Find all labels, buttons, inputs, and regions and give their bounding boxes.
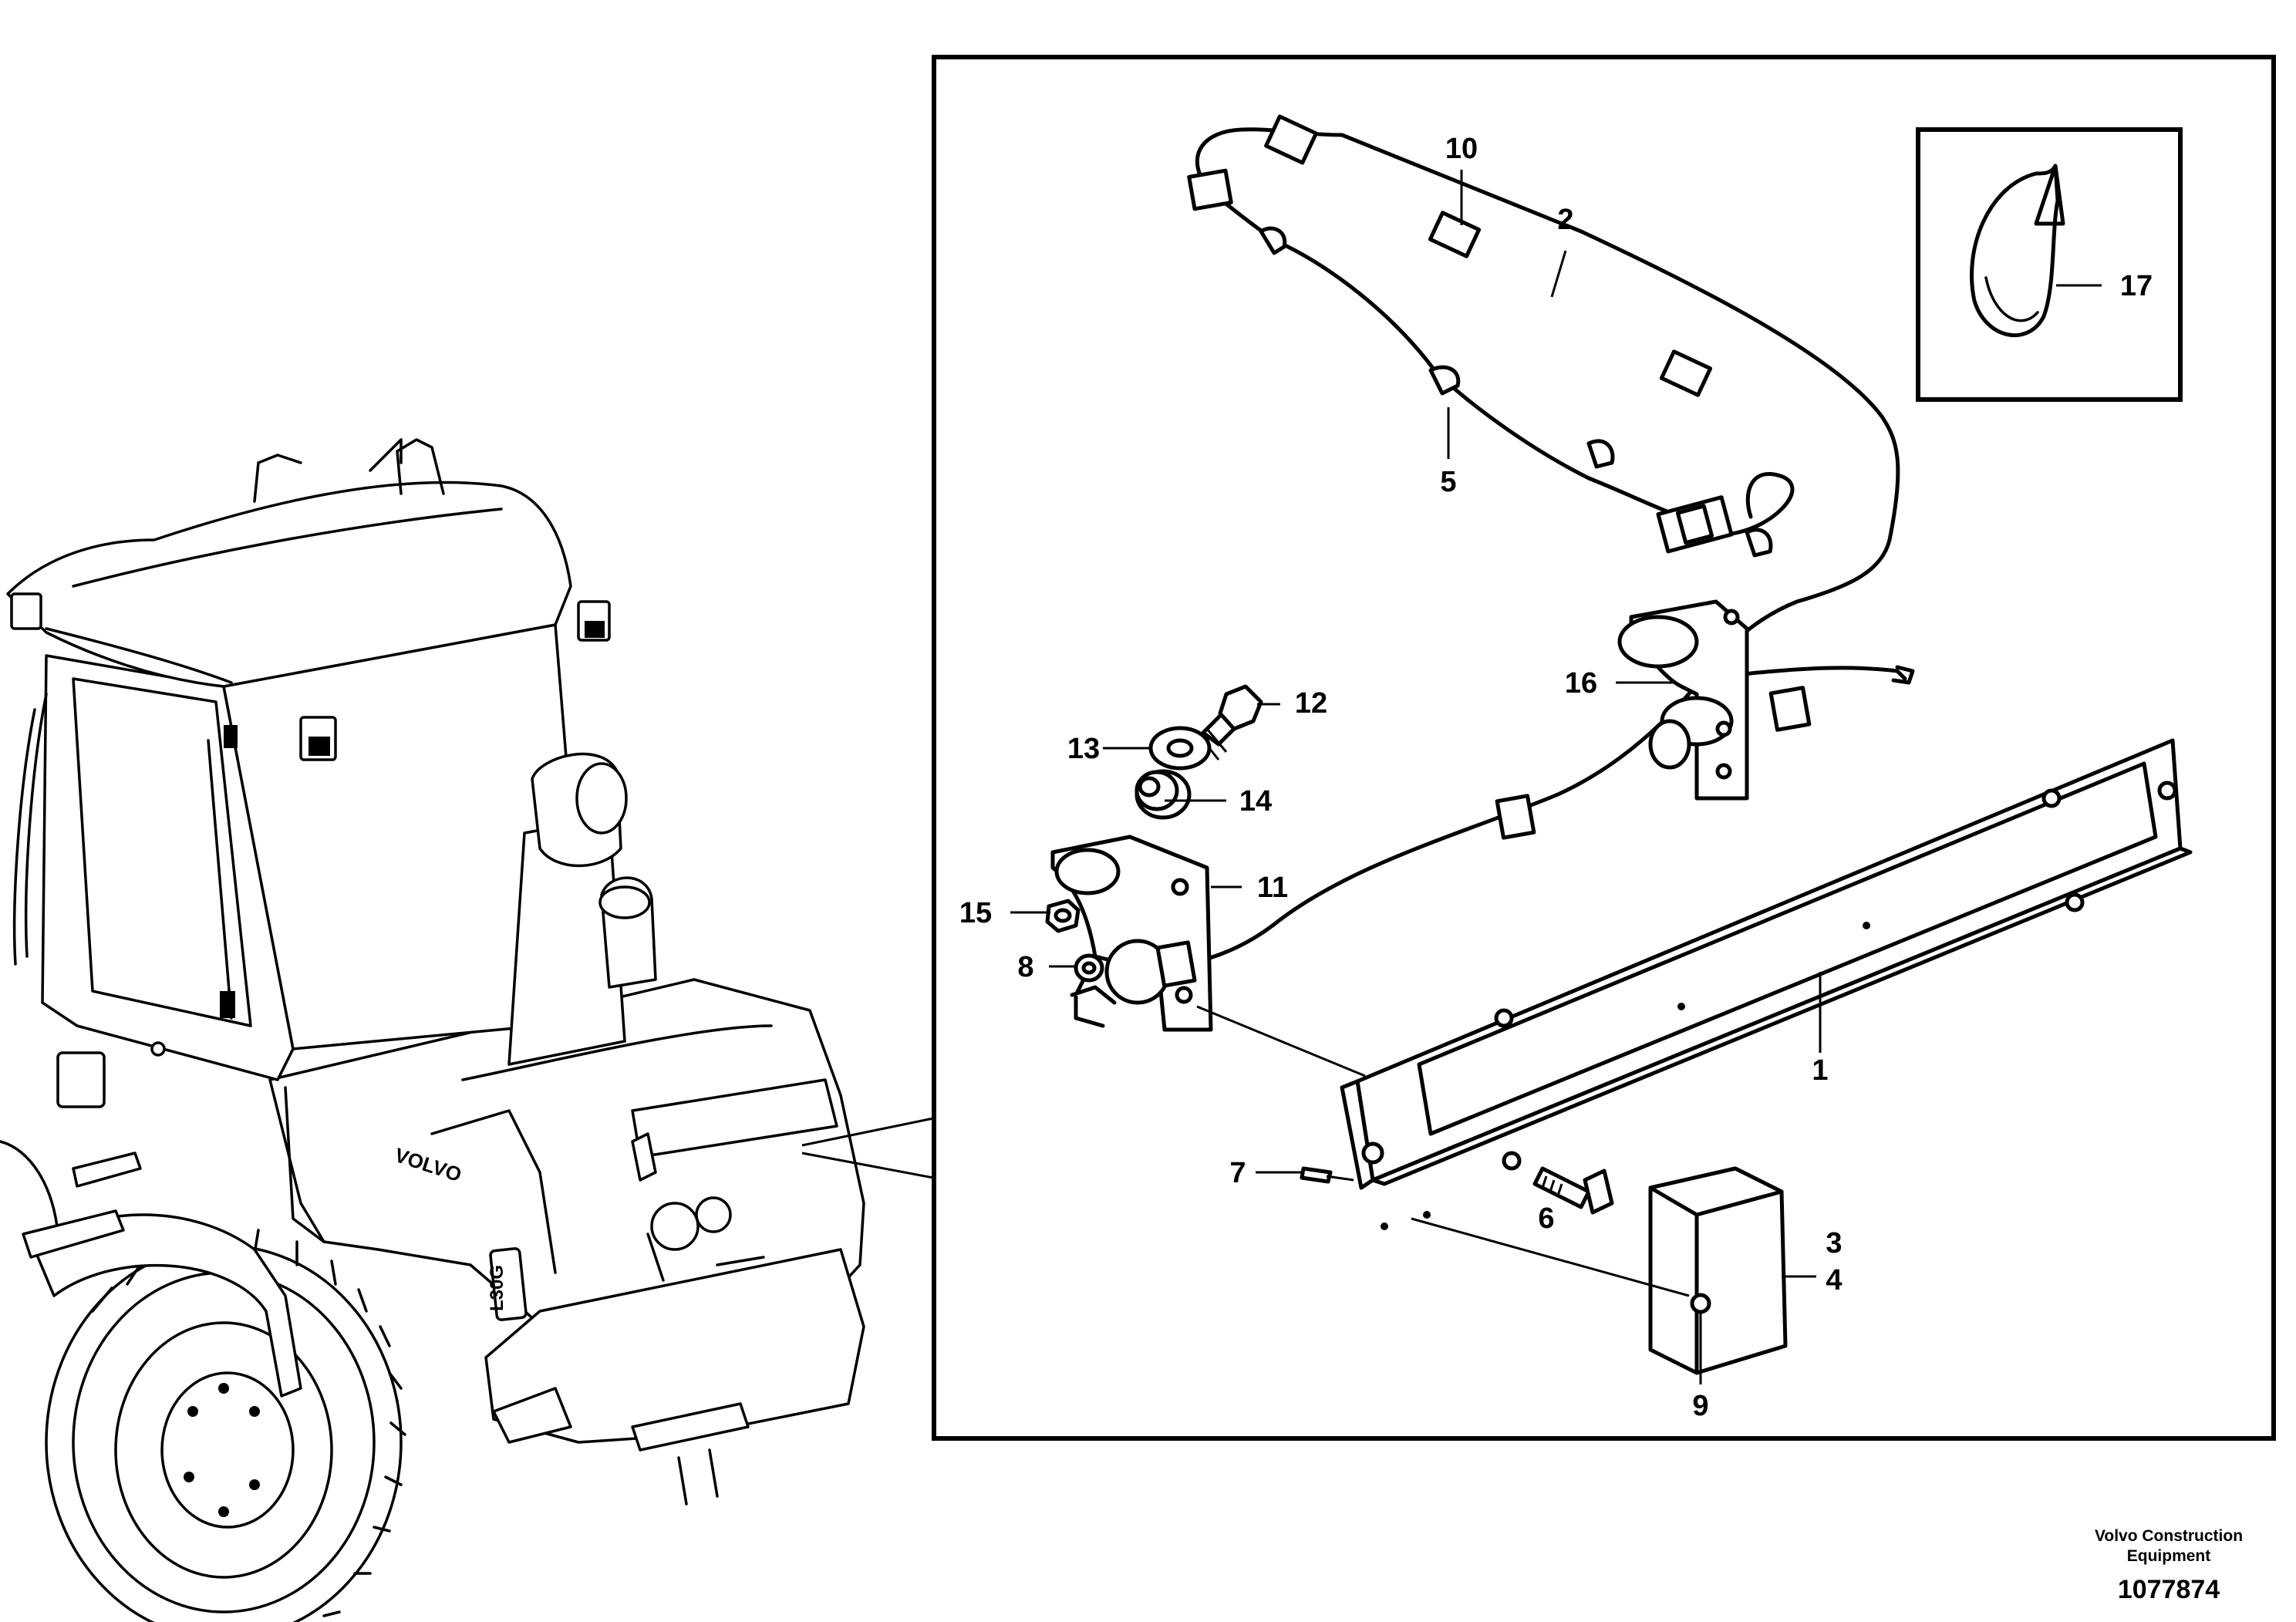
rivet-7 [1300, 1166, 1333, 1184]
footer: Volvo Construction Equipment 1077874 [2095, 1527, 2243, 1604]
tape-clip [1768, 686, 1812, 732]
detail-frame [932, 55, 2276, 1441]
drawing-number: 1077874 [2118, 1575, 2220, 1604]
leader-to-frame-bottom [801, 1152, 934, 1179]
callout-14: 14 [1239, 785, 1272, 818]
bracket-lower [1050, 835, 1213, 1032]
nut-15 [1045, 899, 1081, 933]
cab-side-panel [56, 1051, 106, 1108]
tape-clip [1187, 168, 1233, 211]
callout-9: 9 [1692, 1390, 1708, 1422]
guide-line [1326, 1175, 1354, 1182]
screw-6 [1532, 1166, 1614, 1215]
leader-to-frame-top [801, 1117, 934, 1147]
callout-2: 2 [1557, 204, 1573, 236]
callout-1: 1 [1812, 1054, 1828, 1087]
callout-15: 15 [959, 897, 992, 929]
step-upper [22, 1209, 125, 1259]
harness-clip-5 [1428, 365, 1461, 396]
callout-6: 6 [1538, 1202, 1554, 1235]
harness-clip [1259, 226, 1287, 255]
lamp-housing [1648, 1166, 1788, 1375]
callout-4: 4 [1826, 1264, 1842, 1297]
model-badge-text: L30G [487, 1265, 507, 1311]
wiring-harness [1155, 114, 1915, 988]
callout-12: 12 [1295, 687, 1327, 720]
footer-company-line1: Volvo Construction [2095, 1527, 2243, 1545]
callout-labels: 10 2 17 5 16 12 13 14 11 15 8 1 7 6 3 4 … [959, 133, 2153, 1422]
front-wheel-edge [0, 1140, 59, 1236]
rear-lamp [650, 1202, 700, 1251]
mounting-plate [1340, 738, 2193, 1230]
tape-clip [1264, 114, 1318, 165]
callout-7: 7 [1229, 1157, 1246, 1189]
step-lower [72, 1152, 142, 1188]
footer-company-line2: Equipment [2127, 1547, 2211, 1565]
handrail [12, 693, 48, 966]
callout-13: 13 [1067, 733, 1100, 765]
callout-10: 10 [1445, 133, 1478, 165]
washer-13 [1148, 726, 1212, 771]
leader-lines [1010, 170, 2102, 1384]
callout-11: 11 [1257, 872, 1288, 904]
callout-16: 16 [1565, 667, 1597, 700]
guide-line [1411, 1217, 1690, 1297]
tape-clip [1495, 794, 1536, 840]
callout-8: 8 [1017, 951, 1033, 983]
rear-wheel [45, 1229, 406, 1622]
cable-tie [1970, 164, 2065, 338]
tape-clip-10 [1428, 211, 1482, 258]
harness-clip [1745, 528, 1773, 558]
work-light-left [10, 592, 42, 630]
bracket-upper [1617, 599, 1749, 801]
screw-12 [1201, 684, 1263, 760]
roof-rails [253, 438, 445, 503]
harness-clip [1586, 439, 1615, 469]
cab-window [72, 677, 252, 1027]
cab-roof [6, 481, 572, 688]
grommet-14 [1135, 769, 1192, 820]
callout-17: 17 [2120, 270, 2153, 302]
cable-tie-inset-box [1916, 127, 2183, 402]
lamp-screw-9 [1690, 1293, 1711, 1314]
nut-8 [1074, 953, 1104, 983]
callout-3: 3 [1826, 1227, 1842, 1259]
guide-line [1196, 1005, 1366, 1077]
wheel-loader-illustration: VOLVO L30G [0, 438, 865, 1622]
callout-5: 5 [1440, 466, 1456, 498]
harness-connector [1656, 495, 1734, 554]
tape-clip [1659, 349, 1713, 397]
